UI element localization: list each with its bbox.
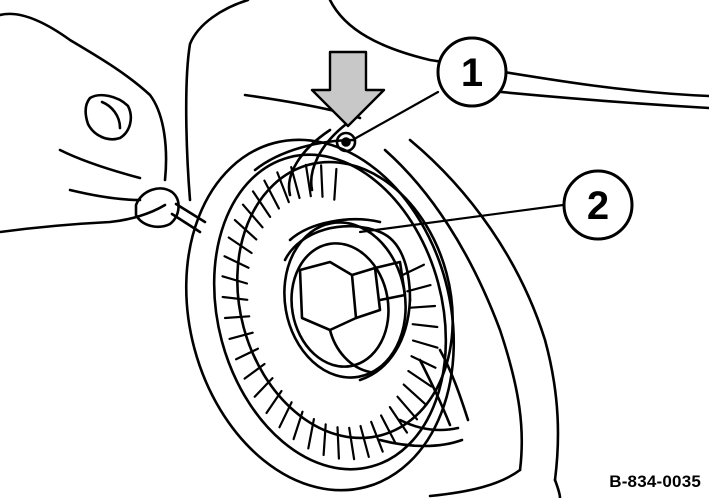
vent-slot <box>253 377 274 398</box>
vent-slot <box>278 401 293 429</box>
vent-slot <box>380 414 397 445</box>
callout-2-leader <box>358 203 565 234</box>
vent-slot <box>336 426 340 460</box>
callout-1: 1 <box>436 36 508 108</box>
screw <box>335 131 357 153</box>
vent-slot <box>241 203 264 229</box>
vent-slot <box>359 424 370 458</box>
push-direction-arrow <box>310 50 386 128</box>
vent-slot <box>265 389 283 415</box>
vent-slot <box>233 219 258 241</box>
vent-slot <box>406 284 432 293</box>
vent-slots <box>221 163 439 461</box>
vent-slot <box>251 190 272 218</box>
vent-slot <box>411 323 439 329</box>
vent-slot <box>322 423 327 457</box>
vent-slot <box>227 236 253 255</box>
vent-slot <box>370 420 384 453</box>
vent-slot <box>221 295 249 301</box>
vent-slot <box>228 331 254 340</box>
starter-housing <box>184 138 456 492</box>
hand <box>0 12 207 234</box>
vent-slot <box>320 164 324 198</box>
vent-slot <box>263 179 280 210</box>
vent-slot <box>409 304 437 309</box>
vent-slot <box>223 315 251 320</box>
svg-text:1: 1 <box>461 51 483 95</box>
vent-slot <box>221 275 249 285</box>
vent-slot <box>402 383 427 405</box>
figure-reference-code: B-834-0035 <box>609 472 701 491</box>
vent-slot <box>276 171 290 204</box>
pulley-hub <box>283 218 407 379</box>
vent-slot <box>411 339 439 349</box>
vent-slot <box>401 263 425 277</box>
vent-slot <box>407 369 433 388</box>
vent-slot <box>304 163 312 198</box>
vent-slot <box>292 410 304 441</box>
callout-1-leader <box>354 90 440 140</box>
vent-slot <box>333 167 338 201</box>
vent-slot <box>348 426 356 461</box>
svg-text:2: 2 <box>587 184 609 228</box>
vent-slot <box>307 418 315 450</box>
callout-2: 2 <box>562 169 634 241</box>
starter-right-details <box>378 348 470 448</box>
vent-slot <box>235 347 259 361</box>
vent-slot <box>388 406 409 434</box>
vent-slot <box>410 355 437 369</box>
vent-slot <box>396 395 419 421</box>
vent-slot <box>223 255 250 269</box>
vent-slot <box>243 362 266 380</box>
